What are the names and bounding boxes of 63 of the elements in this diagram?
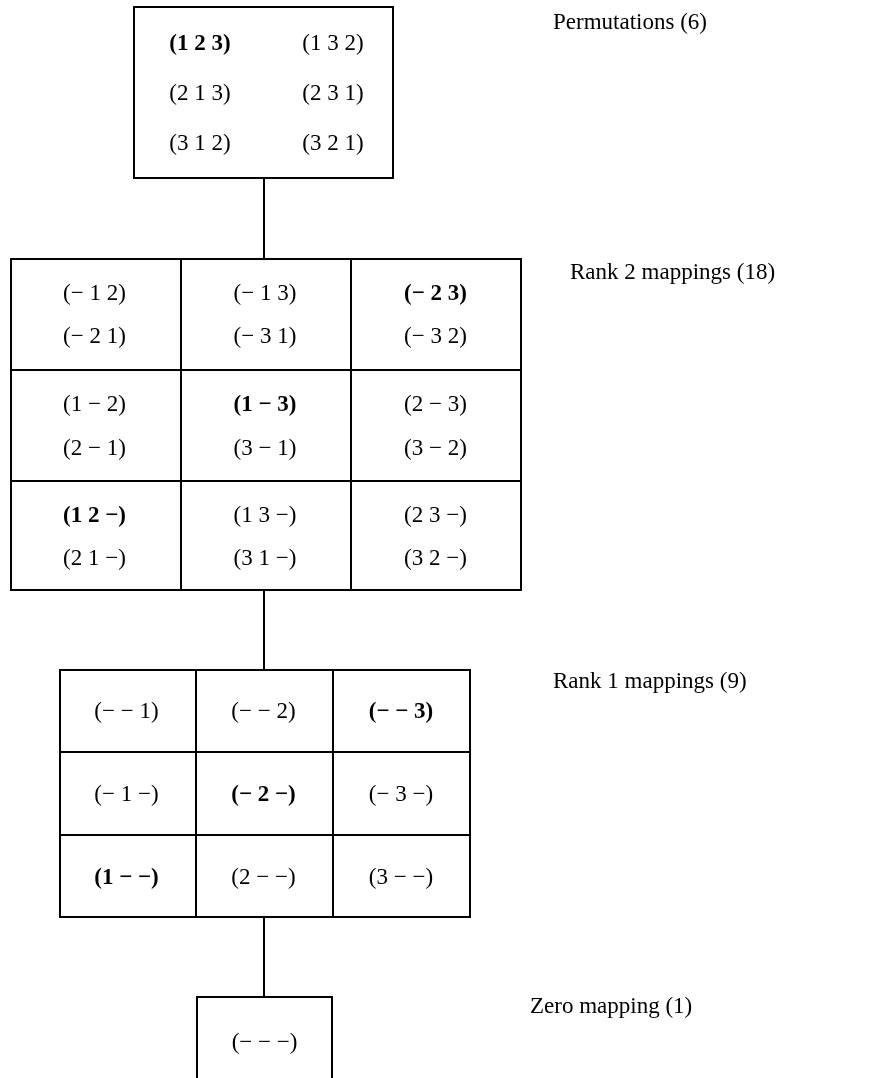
mapping-cell bbox=[59, 835, 196, 918]
mapping-cell bbox=[196, 835, 333, 918]
grid-box bbox=[10, 258, 522, 591]
mapping-cell bbox=[10, 481, 181, 591]
mapping-text: (− 3 −) bbox=[368, 781, 434, 804]
grid-box bbox=[59, 669, 471, 918]
group-label: Zero mapping (1) bbox=[530, 994, 693, 1017]
mapping-cell bbox=[10, 258, 181, 370]
mapping-text: (− 2 3) bbox=[404, 280, 467, 304]
mapping-text: (1 2 3) bbox=[169, 30, 231, 54]
group-label: Rank 1 mappings (9) bbox=[553, 669, 747, 692]
mapping-text: (− 2 1) bbox=[63, 323, 126, 347]
mapping-text: (1 − −) bbox=[94, 864, 159, 887]
mapping-cell bbox=[351, 258, 522, 370]
mapping-text: (2 − −) bbox=[231, 864, 296, 887]
mapping-cell bbox=[196, 752, 333, 835]
mapping-cell bbox=[10, 370, 181, 481]
mapping-text: (1 − 2) bbox=[63, 391, 126, 415]
mapping-text: (− − 3) bbox=[368, 698, 434, 721]
group-label: Rank 2 mappings (18) bbox=[570, 260, 776, 283]
mapping-box bbox=[133, 6, 394, 179]
mapping-text: (1 3 −) bbox=[233, 502, 297, 526]
mapping-cell bbox=[196, 669, 333, 752]
mapping-text: (− 3 1) bbox=[233, 323, 297, 347]
mapping-text: (− 3 2) bbox=[404, 323, 467, 347]
mapping-text: (− 1 −) bbox=[94, 781, 159, 804]
mapping-text: (3 1 −) bbox=[233, 545, 297, 569]
mapping-text: (2 3 1) bbox=[302, 80, 364, 104]
mapping-text: (− − −) bbox=[231, 1029, 298, 1053]
mapping-cell bbox=[59, 752, 196, 835]
mapping-text: (2 1 3) bbox=[169, 80, 231, 104]
mapping-text: (2 − 3) bbox=[404, 391, 467, 415]
mapping-text: (− 1 3) bbox=[233, 280, 297, 304]
mapping-cell bbox=[333, 669, 471, 752]
mapping-cell bbox=[333, 835, 471, 918]
group-label: Permutations (6) bbox=[553, 10, 707, 33]
mapping-text: (3 − 2) bbox=[404, 435, 467, 459]
mapping-cell bbox=[181, 370, 351, 481]
mapping-cell bbox=[59, 669, 196, 752]
connector-line bbox=[263, 917, 265, 997]
mapping-text: (1 3 2) bbox=[302, 30, 364, 54]
mapping-text: (2 − 1) bbox=[63, 435, 126, 459]
mapping-text: (− − 2) bbox=[231, 698, 296, 721]
mapping-text: (1 − 3) bbox=[233, 391, 297, 415]
mapping-text: (3 − 1) bbox=[233, 435, 297, 459]
mapping-text: (2 3 −) bbox=[404, 502, 467, 526]
mapping-text: (3 2 1) bbox=[302, 130, 364, 154]
mapping-text: (3 1 2) bbox=[169, 130, 231, 154]
mapping-cell bbox=[181, 258, 351, 370]
mapping-cell bbox=[181, 481, 351, 591]
mapping-cell bbox=[351, 370, 522, 481]
mapping-text: (1 2 −) bbox=[63, 502, 126, 526]
connector-line bbox=[263, 590, 265, 670]
mapping-cell bbox=[333, 752, 471, 835]
connector-line bbox=[263, 178, 265, 259]
mapping-text: (− − 1) bbox=[94, 698, 159, 721]
mapping-text: (2 1 −) bbox=[63, 545, 126, 569]
mapping-text: (− 2 −) bbox=[231, 781, 296, 804]
mapping-box bbox=[196, 996, 333, 1078]
mapping-text: (3 − −) bbox=[368, 864, 434, 887]
mapping-text: (3 2 −) bbox=[404, 545, 467, 569]
mapping-text: (− 1 2) bbox=[63, 280, 126, 304]
mapping-cell bbox=[351, 481, 522, 591]
